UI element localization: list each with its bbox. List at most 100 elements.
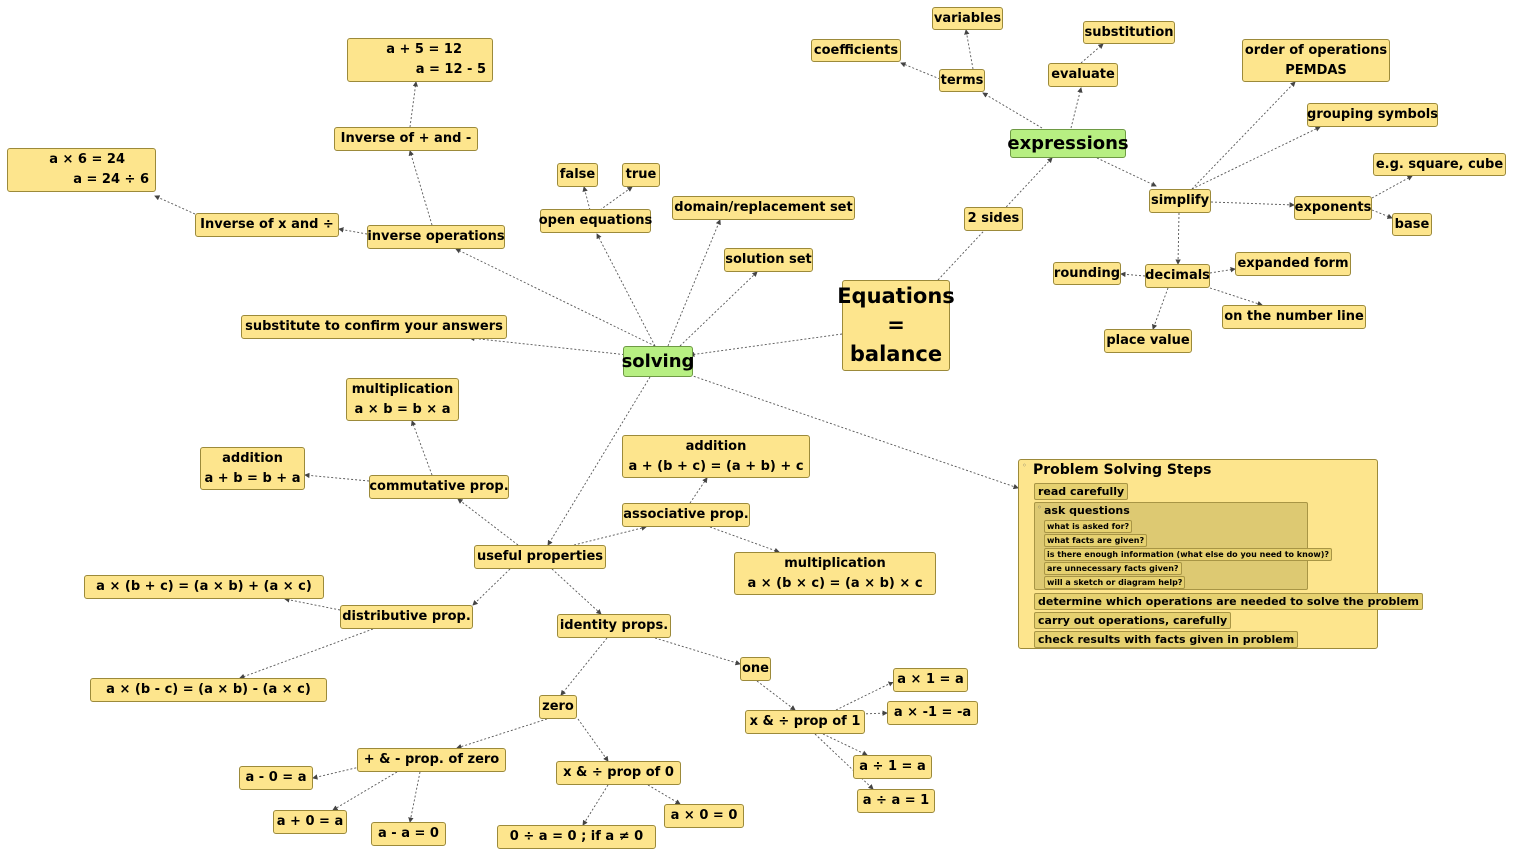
order-of-operations-line-1: order of operations bbox=[1244, 42, 1388, 58]
inverse-plus-minus-node[interactable]: Inverse of + and - bbox=[334, 127, 478, 151]
domain-replacement-set-node[interactable]: domain/replacement set bbox=[672, 196, 855, 220]
useful-properties-node[interactable]: useful properties bbox=[474, 545, 606, 569]
expanded-form-node[interactable]: expanded form bbox=[1235, 252, 1351, 276]
connector-line bbox=[455, 248, 656, 347]
question-item[interactable]: what facts are given? bbox=[1044, 534, 1148, 547]
connector-line bbox=[689, 374, 1019, 490]
connector-line bbox=[312, 765, 365, 780]
connector-line bbox=[900, 62, 941, 80]
a-times-1-node[interactable]: a × 1 = a bbox=[893, 668, 968, 692]
connector-line bbox=[756, 680, 796, 711]
rounding-node[interactable]: rounding bbox=[1053, 262, 1121, 285]
equations-balance-node[interactable]: Equations = balance bbox=[837, 280, 955, 371]
collapse-toggle-icon[interactable]: ◦ bbox=[1022, 461, 1027, 470]
associative-multiplication-title: multiplication bbox=[784, 555, 886, 571]
ask-collapse-toggle-icon[interactable]: ◦ bbox=[1037, 503, 1042, 512]
place-value-node[interactable]: place value bbox=[1104, 329, 1192, 353]
connector-line bbox=[1209, 267, 1236, 274]
inverse-times-div-node[interactable]: Inverse of x and ÷ bbox=[195, 213, 339, 237]
solution-set-node[interactable]: solution set bbox=[724, 248, 813, 272]
commutative-multiplication-rule: a × b = b × a bbox=[354, 401, 451, 417]
a-times-0-node[interactable]: a × 0 = 0 bbox=[664, 804, 744, 828]
distributive-plus-node[interactable]: a × (b + c) = (a × b) + (a × c) bbox=[84, 575, 324, 599]
order-of-operations-node[interactable]: order of operations PEMDAS bbox=[1242, 39, 1390, 82]
a-div-1-node[interactable]: a ÷ 1 = a bbox=[853, 755, 932, 779]
question-item[interactable]: are unnecessary facts given? bbox=[1044, 562, 1182, 575]
expressions-node[interactable]: expressions bbox=[1007, 129, 1129, 158]
question-item[interactable]: is there enough information (what else d… bbox=[1044, 548, 1332, 561]
associative-addition-node[interactable]: addition a + (b + c) = (a + b) + c bbox=[622, 435, 810, 478]
step-determine[interactable]: determine which operations are needed to… bbox=[1034, 593, 1424, 610]
square-cube-node[interactable]: e.g. square, cube bbox=[1373, 153, 1506, 176]
connector-line bbox=[573, 525, 647, 546]
multiplication-inverse-example-node[interactable]: a × 6 = 24 a = 24 ÷ 6 bbox=[7, 148, 156, 192]
connector-line bbox=[154, 195, 196, 215]
substitution-node[interactable]: substitution bbox=[1083, 21, 1175, 44]
inverse-operations-node[interactable]: inverse operations bbox=[367, 225, 505, 249]
times-div-prop-zero-node[interactable]: x & ÷ prop of 0 bbox=[556, 761, 681, 785]
identity-props-node[interactable]: identity props. bbox=[557, 614, 671, 638]
base-node[interactable]: base bbox=[1392, 213, 1432, 236]
true-node[interactable]: true bbox=[622, 163, 660, 187]
one-node[interactable]: one bbox=[740, 657, 771, 681]
number-line-node[interactable]: on the number line bbox=[1222, 305, 1366, 329]
problem-solving-steps-panel[interactable]: ◦ Problem Solving Steps read carefully ◦… bbox=[1018, 459, 1424, 649]
connector-line bbox=[1120, 271, 1146, 278]
connector-line bbox=[304, 472, 370, 482]
steps-title: Problem Solving Steps bbox=[1033, 462, 1212, 478]
zero-node[interactable]: zero bbox=[539, 695, 577, 719]
a-minus-a-node[interactable]: a - a = 0 bbox=[371, 822, 446, 846]
distributive-prop-node[interactable]: distributive prop. bbox=[340, 605, 473, 629]
terms-node[interactable]: terms bbox=[939, 69, 985, 92]
step-check[interactable]: check results with facts given in proble… bbox=[1034, 631, 1299, 648]
addition-inverse-example-node[interactable]: a + 5 = 12 a = 12 - 5 bbox=[347, 38, 493, 82]
exponents-node[interactable]: exponents bbox=[1294, 196, 1372, 220]
evaluate-node[interactable]: evaluate bbox=[1048, 63, 1118, 87]
associative-multiplication-node[interactable]: multiplication a × (b × c) = (a × b) × c bbox=[734, 552, 936, 595]
question-item[interactable]: what is asked for? bbox=[1044, 520, 1133, 533]
step-carry-out[interactable]: carry out operations, carefully bbox=[1034, 612, 1232, 629]
false-node[interactable]: false bbox=[557, 163, 598, 187]
connector-line bbox=[408, 771, 421, 823]
open-equations-node[interactable]: open equations bbox=[539, 209, 652, 233]
a-plus-0-node[interactable]: a + 0 = a bbox=[273, 810, 347, 834]
connector-line bbox=[835, 681, 894, 711]
solving-node[interactable]: solving bbox=[622, 346, 694, 377]
decimals-node[interactable]: decimals bbox=[1145, 264, 1210, 288]
center-line-2: = bbox=[887, 313, 905, 337]
a-minus-0-node[interactable]: a - 0 = a bbox=[239, 766, 313, 790]
commutative-addition-node[interactable]: addition a + b = b + a bbox=[200, 447, 305, 490]
question-item[interactable]: will a sketch or diagram help? bbox=[1044, 576, 1186, 589]
prop-of-one-node[interactable]: x & ÷ prop of 1 bbox=[745, 710, 865, 734]
connector-line bbox=[1175, 212, 1181, 265]
plus-minus-prop-zero-node[interactable]: + & - prop. of zero bbox=[357, 748, 506, 772]
connector-line bbox=[1191, 81, 1296, 190]
connector-line bbox=[409, 81, 419, 128]
associative-prop-node[interactable]: associative prop. bbox=[622, 503, 750, 527]
distributive-minus-node[interactable]: a × (b - c) = (a × b) - (a × c) bbox=[90, 678, 327, 702]
two-sides-node[interactable]: 2 sides bbox=[964, 207, 1023, 231]
commutative-addition-title: addition bbox=[222, 450, 283, 466]
variables-node[interactable]: variables bbox=[932, 7, 1003, 30]
connector-line bbox=[822, 733, 868, 756]
simplify-node[interactable]: simplify bbox=[1149, 189, 1211, 213]
connector-line bbox=[1080, 43, 1104, 64]
substitute-confirm-node[interactable]: substitute to confirm your answers bbox=[241, 315, 507, 339]
connector-line bbox=[332, 771, 398, 811]
ask-questions-title: ask questions bbox=[1044, 504, 1130, 517]
grouping-symbols-node[interactable]: grouping symbols bbox=[1307, 103, 1438, 127]
multiplication-example-line-1: a × 6 = 24 bbox=[49, 152, 125, 167]
zero-div-a-node[interactable]: 0 ÷ a = 0 ; if a ≠ 0 bbox=[497, 825, 656, 849]
commutative-multiplication-node[interactable]: multiplication a × b = b × a bbox=[346, 378, 459, 421]
a-div-a-node[interactable]: a ÷ a = 1 bbox=[857, 789, 935, 813]
a-times-neg1-node[interactable]: a × -1 = -a bbox=[887, 701, 978, 725]
step-read[interactable]: read carefully bbox=[1034, 483, 1129, 500]
commutative-addition-rule: a + b = b + a bbox=[204, 470, 301, 486]
commutative-prop-node[interactable]: commutative prop. bbox=[369, 475, 509, 499]
connector-line bbox=[284, 597, 341, 611]
associative-addition-rule: a + (b + c) = (a + b) + c bbox=[628, 458, 804, 474]
connector-line bbox=[472, 568, 511, 606]
ask-questions-group[interactable]: ◦ ask questions what is asked for? what … bbox=[1034, 502, 1332, 590]
coefficients-node[interactable]: coefficients bbox=[811, 39, 901, 62]
